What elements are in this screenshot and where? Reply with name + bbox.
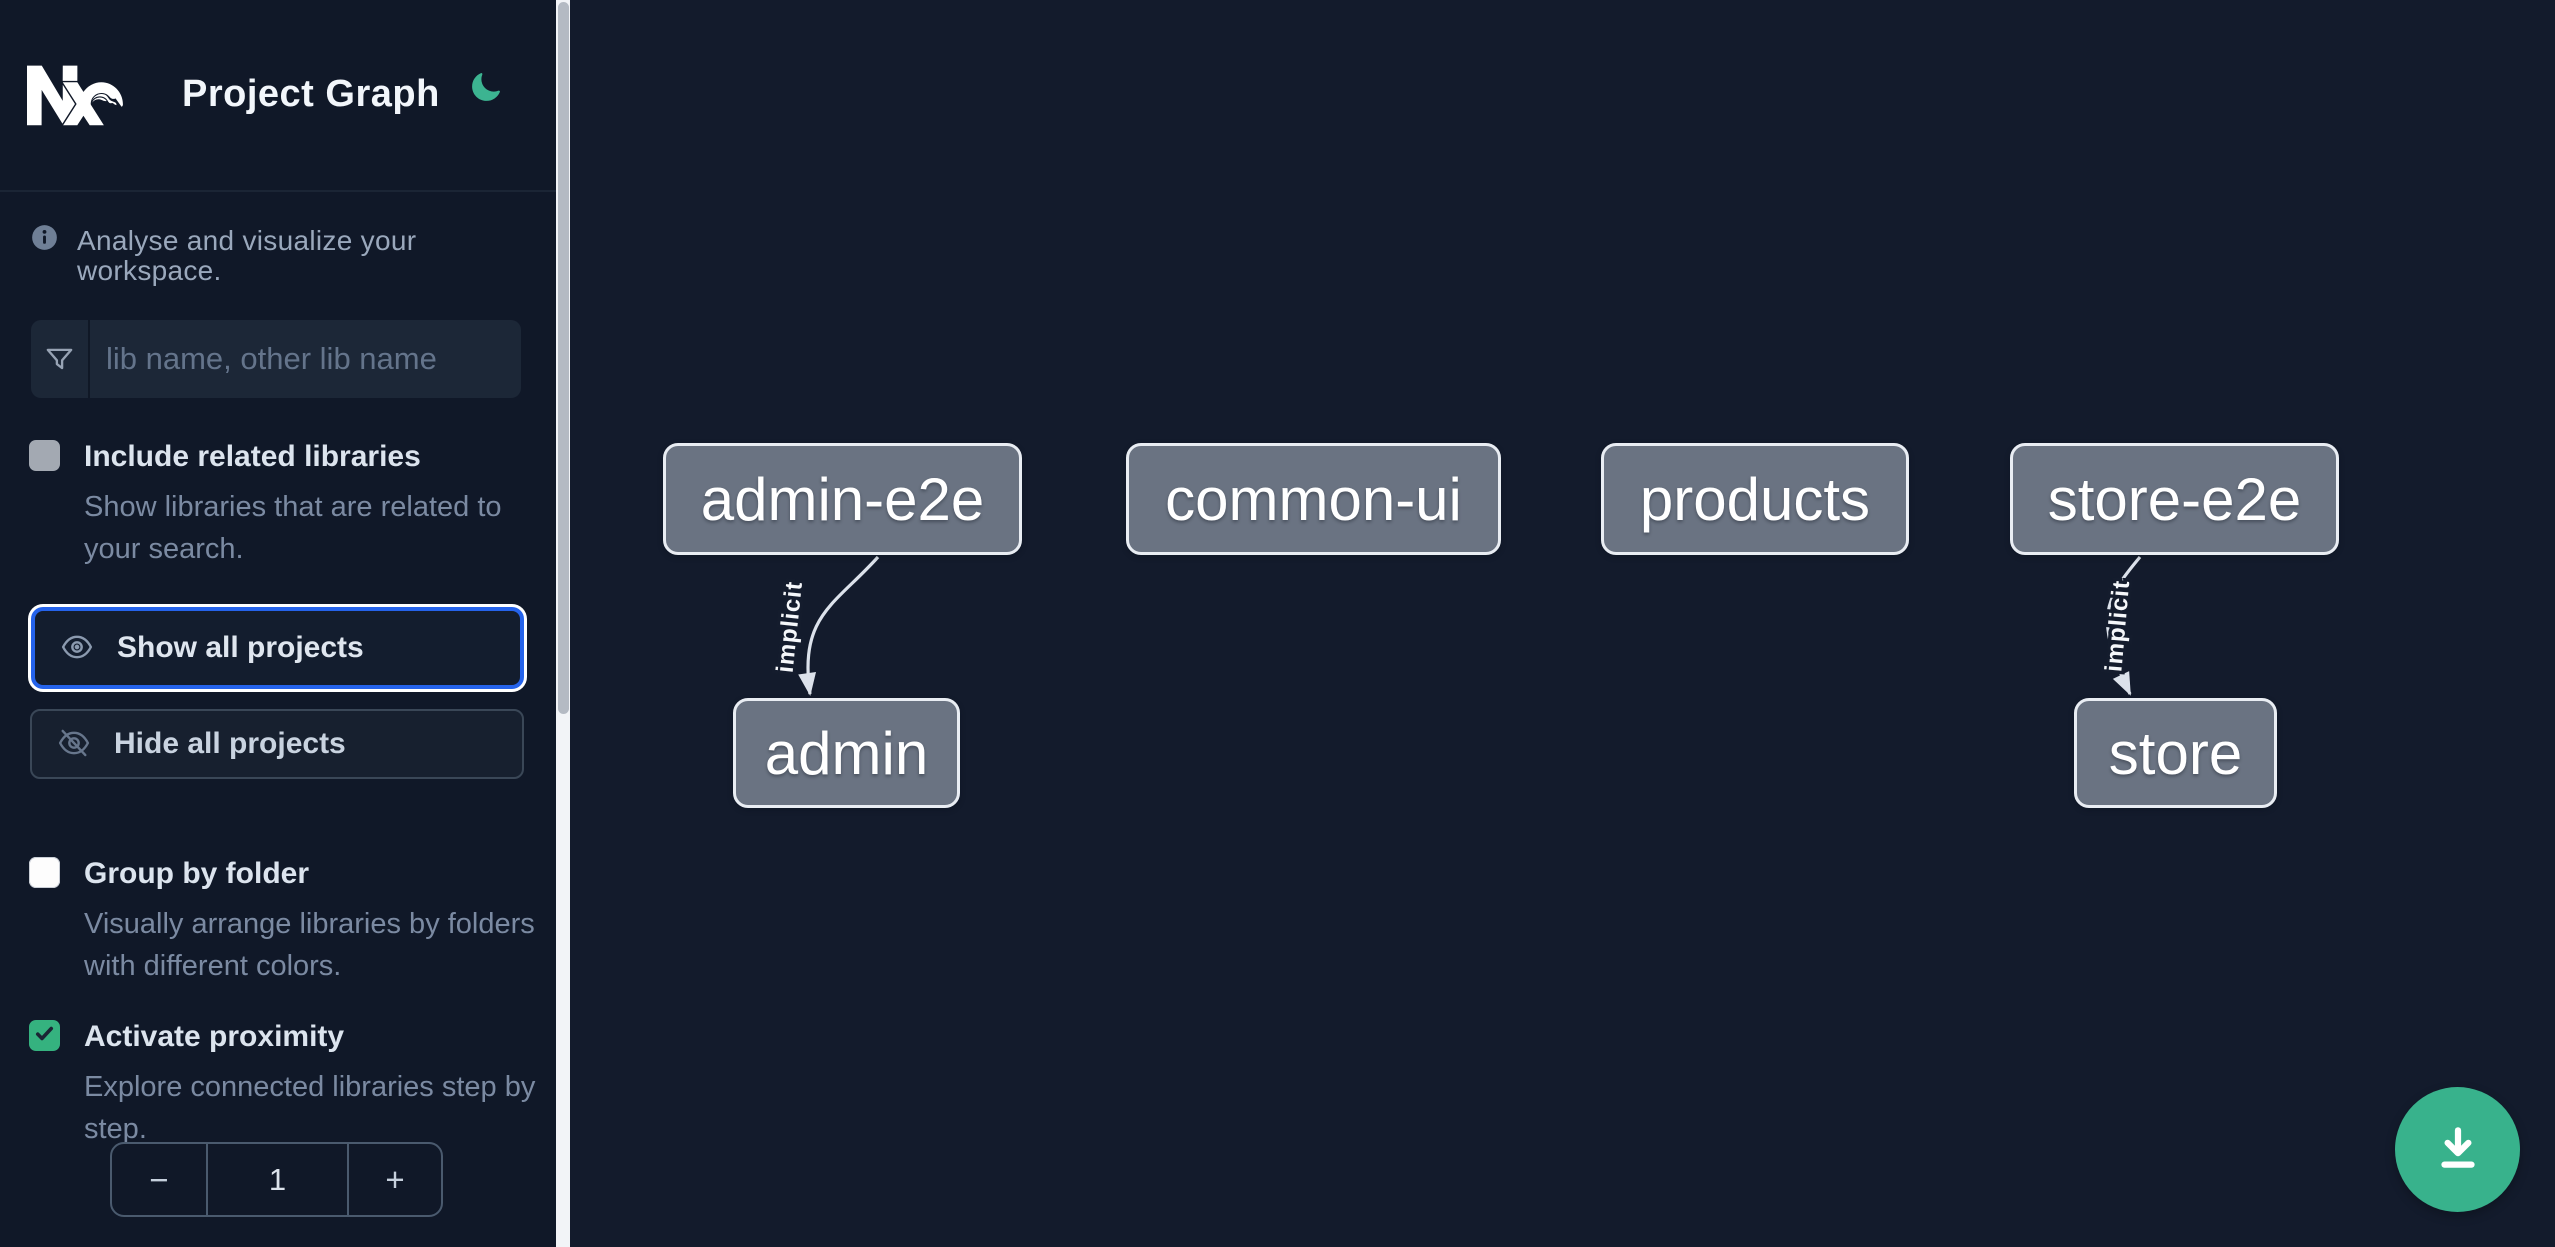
graph-canvas[interactable]: implicit implicit admin-e2e common-ui pr… [570, 0, 2555, 1247]
node-admin[interactable]: admin [733, 698, 960, 808]
option-description: Show libraries that are related to your … [84, 491, 502, 565]
sidebar-scrollbar-track [556, 0, 570, 1247]
option-label[interactable]: Include related libraries [84, 440, 421, 473]
download-graph-button[interactable] [2395, 1087, 2520, 1212]
edge-store-e2e-to-store[interactable]: implicit [2097, 555, 2142, 696]
eye-off-icon [57, 726, 91, 763]
checkmark-icon [32, 1021, 57, 1051]
checkbox-group-by-folder[interactable] [29, 857, 60, 888]
theme-toggle-button[interactable] [464, 68, 506, 110]
search-input[interactable] [90, 320, 521, 398]
show-all-projects-label: Show all projects [117, 631, 364, 664]
edge-label-implicit[interactable]: implicit [2097, 575, 2139, 676]
decrement-button[interactable]: − [112, 1144, 206, 1215]
proximity-depth-stepper: − 1 + [110, 1142, 443, 1217]
filter-funnel-icon [31, 320, 90, 398]
option-label[interactable]: Activate proximity [84, 1020, 345, 1053]
page-title: Project Graph [182, 73, 440, 115]
node-common-ui[interactable]: common-ui [1126, 443, 1501, 555]
node-admin-e2e[interactable]: admin-e2e [663, 443, 1022, 555]
sidebar: Project Graph Analyse and visualize your… [0, 0, 556, 1247]
node-store[interactable]: store [2074, 698, 2277, 808]
edge-line[interactable] [798, 555, 880, 696]
tagline-text: Analyse and visualize your workspace. [77, 225, 417, 286]
checkbox-activate-proximity[interactable] [29, 1020, 60, 1051]
info-icon [31, 224, 58, 251]
header-divider [0, 190, 556, 192]
download-icon [2431, 1121, 2485, 1178]
sidebar-scrollbar-thumb[interactable] [557, 2, 569, 714]
option-label[interactable]: Group by folder [84, 857, 309, 890]
search-box [31, 320, 521, 398]
nx-logo [27, 64, 123, 126]
edge-label-implicit[interactable]: implicit [768, 576, 811, 677]
increment-button[interactable]: + [349, 1144, 441, 1215]
node-products[interactable]: products [1601, 443, 1909, 555]
proximity-depth-value: 1 [206, 1144, 349, 1215]
eye-icon [60, 630, 94, 667]
option-description: Visually arrange libraries by folders wi… [84, 908, 535, 982]
hide-all-projects-button[interactable]: Hide all projects [30, 709, 524, 779]
checkbox-include-related-libraries[interactable] [29, 440, 60, 471]
edge-line[interactable] [2105, 555, 2142, 696]
edge-layer: implicit implicit [768, 555, 2142, 696]
edge-admin-e2e-to-admin[interactable]: implicit [768, 555, 880, 696]
moon-icon [469, 71, 502, 107]
node-store-e2e[interactable]: store-e2e [2010, 443, 2339, 555]
hide-all-projects-label: Hide all projects [114, 727, 346, 760]
show-all-projects-button[interactable]: Show all projects [31, 607, 524, 689]
option-description: Explore connected libraries step by step… [84, 1071, 536, 1145]
